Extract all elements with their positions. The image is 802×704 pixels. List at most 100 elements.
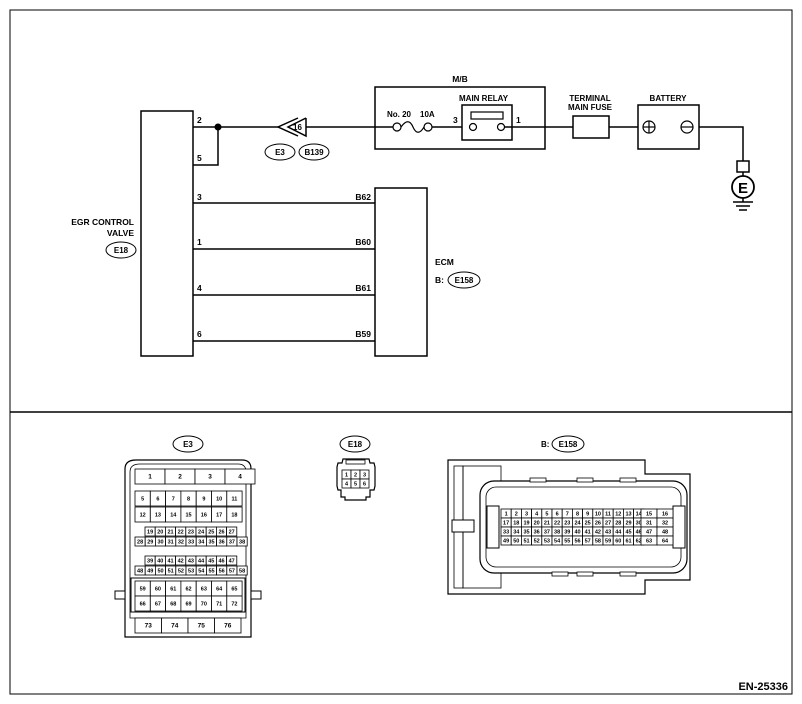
mb-box: [374, 86, 546, 150]
pin-number: 71: [216, 602, 222, 608]
joint-female-symbol: [286, 117, 307, 138]
pin-number: 63: [646, 539, 652, 545]
pin-number: 17: [503, 521, 509, 527]
document-code: EN-25336: [738, 681, 788, 693]
pin-number: 2: [515, 512, 518, 518]
pin-number: 10: [595, 512, 601, 518]
pin-number: 72: [231, 602, 237, 608]
ecm-connector-label: E158: [455, 276, 474, 285]
pin-number: 32: [178, 540, 184, 546]
joint-pin: 16: [293, 123, 302, 132]
joint-connector-a-badge: [264, 143, 296, 161]
pin-number: 35: [523, 530, 529, 536]
pin-number: 42: [178, 559, 184, 565]
pin-number: 19: [523, 521, 529, 527]
ground-label: E: [738, 180, 748, 197]
pin-cell: [226, 595, 243, 612]
pin-number: 31: [646, 521, 652, 527]
pin-number: 26: [218, 530, 224, 536]
pin-number: 65: [231, 587, 237, 593]
pin-number: 56: [219, 569, 225, 575]
e3-view-label: E3: [183, 440, 193, 449]
joint-connector-a: E3: [275, 148, 285, 157]
e3-view-badge: [172, 435, 204, 453]
pin-number: 48: [137, 569, 143, 575]
pin-number: 52: [178, 569, 184, 575]
pin-cell: [214, 617, 242, 634]
pin-number: 57: [229, 569, 235, 575]
ground-symbol: E: [731, 160, 755, 211]
pin-number: 56: [574, 539, 580, 545]
pin-number: 49: [147, 569, 153, 575]
pin-number: 55: [208, 569, 214, 575]
pin-number: 8: [576, 512, 579, 518]
pin-number: 13: [155, 513, 161, 519]
pin-number: 7: [172, 497, 175, 503]
pin-cell: [224, 468, 256, 485]
fuse-symbol: [400, 121, 425, 133]
pin-number: 39: [564, 530, 570, 536]
egr-pin-4: 4: [197, 283, 202, 293]
pin-number: 23: [188, 530, 194, 536]
pin-number: 28: [615, 521, 621, 527]
pin-number: 27: [229, 530, 235, 536]
pin-number: 66: [140, 602, 146, 608]
pin-number: 4: [535, 512, 539, 518]
ecm-connector-prefix: B:: [435, 275, 444, 285]
ecm-pin-b60: B60: [355, 237, 371, 247]
pin-number: 50: [157, 569, 163, 575]
joint-connector-b: B139: [304, 148, 324, 157]
pin-number: 50: [513, 539, 519, 545]
pin-number: 1: [345, 473, 348, 479]
pin-number: 9: [586, 512, 589, 518]
power-wire: [193, 126, 375, 166]
pin-cell: [226, 555, 238, 566]
egr-pin-5: 5: [197, 153, 202, 163]
pin-number: 11: [232, 497, 238, 503]
pin-number: 25: [208, 530, 214, 536]
ecm-name: ECM: [435, 257, 454, 267]
terminal-fuse-box: [572, 115, 610, 139]
pin-number: 39: [147, 559, 153, 565]
pin-number: 48: [662, 530, 668, 536]
pin-number: 68: [170, 602, 176, 608]
pin-number: 70: [201, 602, 207, 608]
pin-number: 54: [198, 569, 205, 575]
pin-number: 76: [224, 623, 232, 630]
pin-number: 41: [167, 559, 173, 565]
pin-number: 59: [605, 539, 611, 545]
pin-number: 9: [202, 497, 205, 503]
pin-number: 27: [605, 521, 611, 527]
terminal-fuse-line2: MAIN FUSE: [568, 103, 613, 112]
relay-pin-out: 1: [516, 115, 521, 125]
signal-wires: [193, 202, 375, 342]
ecm: ECM B: E158: [374, 187, 481, 357]
pin-number: 24: [198, 530, 205, 536]
pin-number: 19: [147, 530, 153, 536]
ecm-pin-b61: B61: [355, 283, 371, 293]
pin-number: 38: [239, 540, 245, 546]
pin-number: 51: [523, 539, 529, 545]
pin-number: 30: [636, 521, 642, 527]
pin-number: 58: [595, 539, 601, 545]
egr-pin-1: 1: [197, 237, 202, 247]
e158-view-label: E158: [559, 440, 578, 449]
egr-connector-label: E18: [114, 246, 129, 255]
pin-number: 37: [544, 530, 550, 536]
pin-number: 73: [145, 623, 153, 630]
terminal-fuse-line1: TERMINAL: [569, 94, 610, 103]
egr-control-valve: EGR CONTROL VALVE E18: [71, 110, 194, 357]
pin-number: 53: [544, 539, 550, 545]
pin-number: 16: [662, 512, 668, 518]
pin-number: 7: [566, 512, 569, 518]
pin-number: 43: [188, 559, 194, 565]
e18-view-badge: [339, 435, 371, 453]
pin-number: 52: [534, 539, 540, 545]
pin-number: 60: [615, 539, 621, 545]
fuse-label: No. 20: [387, 110, 412, 119]
pin-number: 8: [187, 497, 190, 503]
pin-cell: [236, 565, 248, 576]
